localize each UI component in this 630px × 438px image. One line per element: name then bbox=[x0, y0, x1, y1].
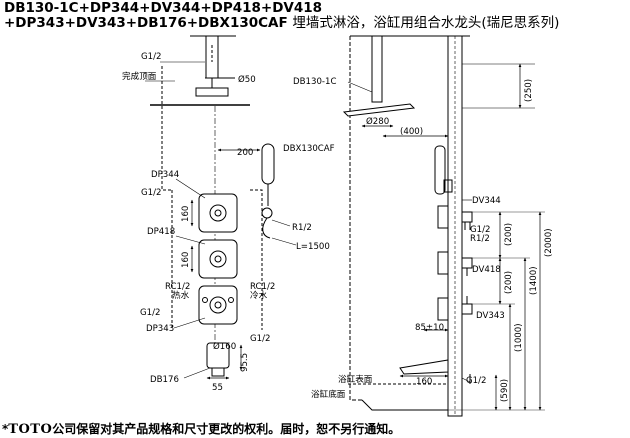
label-dv343: DV343 bbox=[476, 311, 505, 321]
front-view bbox=[145, 35, 297, 380]
dp344-valve-plate bbox=[198, 193, 238, 233]
label-g12-top: G1/2 bbox=[141, 52, 162, 62]
side-dv344 bbox=[437, 205, 449, 229]
dv343-body bbox=[462, 296, 473, 315]
leader-g12-spout bbox=[461, 377, 471, 383]
front-labels: G1/2 完成顶面 Ø50 200 DBX130CAF DP344 G1/2 1… bbox=[122, 52, 335, 393]
label-hot: 热水 bbox=[172, 289, 190, 301]
dp343-valve-plate bbox=[198, 285, 238, 325]
leader-dp418 bbox=[175, 235, 206, 245]
side-labels: DB130-1C Ø280 (400) (250) DV344 G1/2 R1/… bbox=[293, 77, 554, 402]
label-dim-85: 85±10 bbox=[415, 323, 444, 333]
header-description: 埋墙式淋浴，浴缸用组合水龙头(瑞尼思系列) bbox=[292, 14, 560, 31]
tub-bottom-line bbox=[361, 399, 448, 411]
label-g12-bottom: G1/2 bbox=[250, 334, 271, 344]
label-cold: 冷水 bbox=[250, 289, 268, 301]
label-dim-590: (590) bbox=[500, 379, 510, 402]
footer-notice: *TOTO公司保留对其产品规格和尺寸更改的权利。届时，恕不另行通知。 bbox=[2, 420, 400, 437]
label-r12: R1/2 bbox=[292, 223, 312, 233]
label-dp343: DP343 bbox=[146, 324, 174, 334]
cold-inlet bbox=[228, 297, 234, 303]
side-hand-shower-holder bbox=[443, 179, 453, 193]
label-dim-400: (400) bbox=[400, 127, 423, 137]
db176-outlet bbox=[211, 367, 225, 377]
leader-r12 bbox=[271, 219, 291, 227]
label-dim-1000: (1000) bbox=[514, 323, 524, 352]
pipe-left bbox=[161, 66, 172, 191]
label-dp344: DP344 bbox=[151, 170, 179, 180]
label-l1500: L=1500 bbox=[296, 242, 330, 252]
side-spout bbox=[399, 359, 449, 375]
label-dim-200-a: (200) bbox=[504, 223, 514, 246]
leader-l1500 bbox=[271, 237, 297, 246]
label-dp418: DP418 bbox=[147, 227, 175, 237]
label-g12-left: G1/2 bbox=[140, 308, 161, 318]
footer-text: 公司保留对其产品规格和尺寸更改的权利。届时，恕不另行通知。 bbox=[52, 422, 401, 436]
header-title: DB130-1C+DP344+DV344+DP418+DV418 +DP343+… bbox=[4, 1, 559, 30]
label-g12-dp344: G1/2 bbox=[141, 188, 162, 198]
header-line-2: +DP343+DV343+DB176+DBX130CAF 埋墙式淋浴，浴缸用组合… bbox=[4, 14, 560, 31]
label-dim-250: (250) bbox=[524, 79, 534, 102]
label-tub-bottom: 浴缸底面 bbox=[311, 388, 346, 400]
toto-logo: TOTO bbox=[8, 422, 53, 437]
leader-db176 bbox=[183, 367, 211, 379]
side-dv343 bbox=[437, 297, 449, 321]
hand-shower-hose bbox=[262, 217, 271, 239]
leader-db130 bbox=[347, 81, 373, 93]
side-hand-shower bbox=[434, 145, 446, 195]
label-g12-spout: G1/2 bbox=[466, 376, 487, 386]
footer-asterisk: * bbox=[2, 422, 9, 436]
label-r12: R1/2 bbox=[470, 234, 490, 244]
hand-shower bbox=[261, 143, 275, 185]
side-dv418 bbox=[437, 251, 449, 275]
label-rc12-left: RC1/2 bbox=[165, 282, 190, 292]
label-dbx: DBX130CAF bbox=[283, 144, 335, 154]
label-rc12-right: RC1/2 bbox=[250, 282, 275, 292]
label-ceiling: 完成顶面 bbox=[122, 70, 157, 82]
dp418-knob bbox=[209, 250, 227, 268]
label-g12: G1/2 bbox=[470, 225, 491, 235]
label-tub-surface: 浴缸表面 bbox=[338, 373, 373, 385]
label-d50: Ø50 bbox=[238, 74, 256, 85]
dp418-knob-center bbox=[214, 255, 222, 263]
dp344-knob-center bbox=[214, 209, 222, 217]
dp343-knob bbox=[209, 296, 227, 314]
hand-shower-outlet bbox=[261, 207, 273, 219]
label-db130: DB130-1C bbox=[293, 77, 337, 87]
label-dim-55: 55 bbox=[212, 383, 223, 393]
pipe-right bbox=[250, 189, 263, 330]
label-dv418: DV418 bbox=[472, 265, 501, 275]
header-models: +DP343+DV343+DB176+DBX130CAF bbox=[4, 14, 288, 31]
label-dim-160-a: 160 bbox=[181, 206, 191, 222]
label-dim-2000: (2000) bbox=[544, 228, 554, 257]
side-view bbox=[342, 35, 545, 417]
label-dim-160-b: 160 bbox=[181, 252, 191, 268]
label-db176: DB176 bbox=[150, 375, 179, 385]
hot-inlet bbox=[202, 297, 208, 303]
dv418-body bbox=[462, 257, 473, 276]
side-overhead-head bbox=[342, 103, 416, 117]
side-left-wall bbox=[349, 36, 362, 401]
label-dim-1400: (1400) bbox=[529, 266, 539, 295]
header-line-1: DB130-1C+DP344+DV344+DP418+DV418 bbox=[4, 0, 323, 16]
label-dim-955: 95.5 bbox=[240, 353, 250, 372]
side-ceiling-arm bbox=[371, 35, 383, 103]
label-dim-200-b: (200) bbox=[504, 271, 514, 294]
dp344-knob bbox=[209, 204, 227, 222]
label-dim-200: 200 bbox=[237, 148, 253, 158]
leader-dp344 bbox=[175, 178, 206, 199]
leader-dp343 bbox=[173, 317, 206, 329]
label-d280: Ø280 bbox=[366, 116, 389, 127]
label-d160: Ø160 bbox=[213, 341, 236, 352]
dp343-knob-center bbox=[214, 301, 222, 309]
dp418-valve-plate bbox=[198, 239, 238, 279]
label-dv344: DV344 bbox=[472, 196, 501, 206]
overhead-shower-head bbox=[195, 87, 229, 97]
label-dim-160: 160 bbox=[416, 377, 432, 387]
